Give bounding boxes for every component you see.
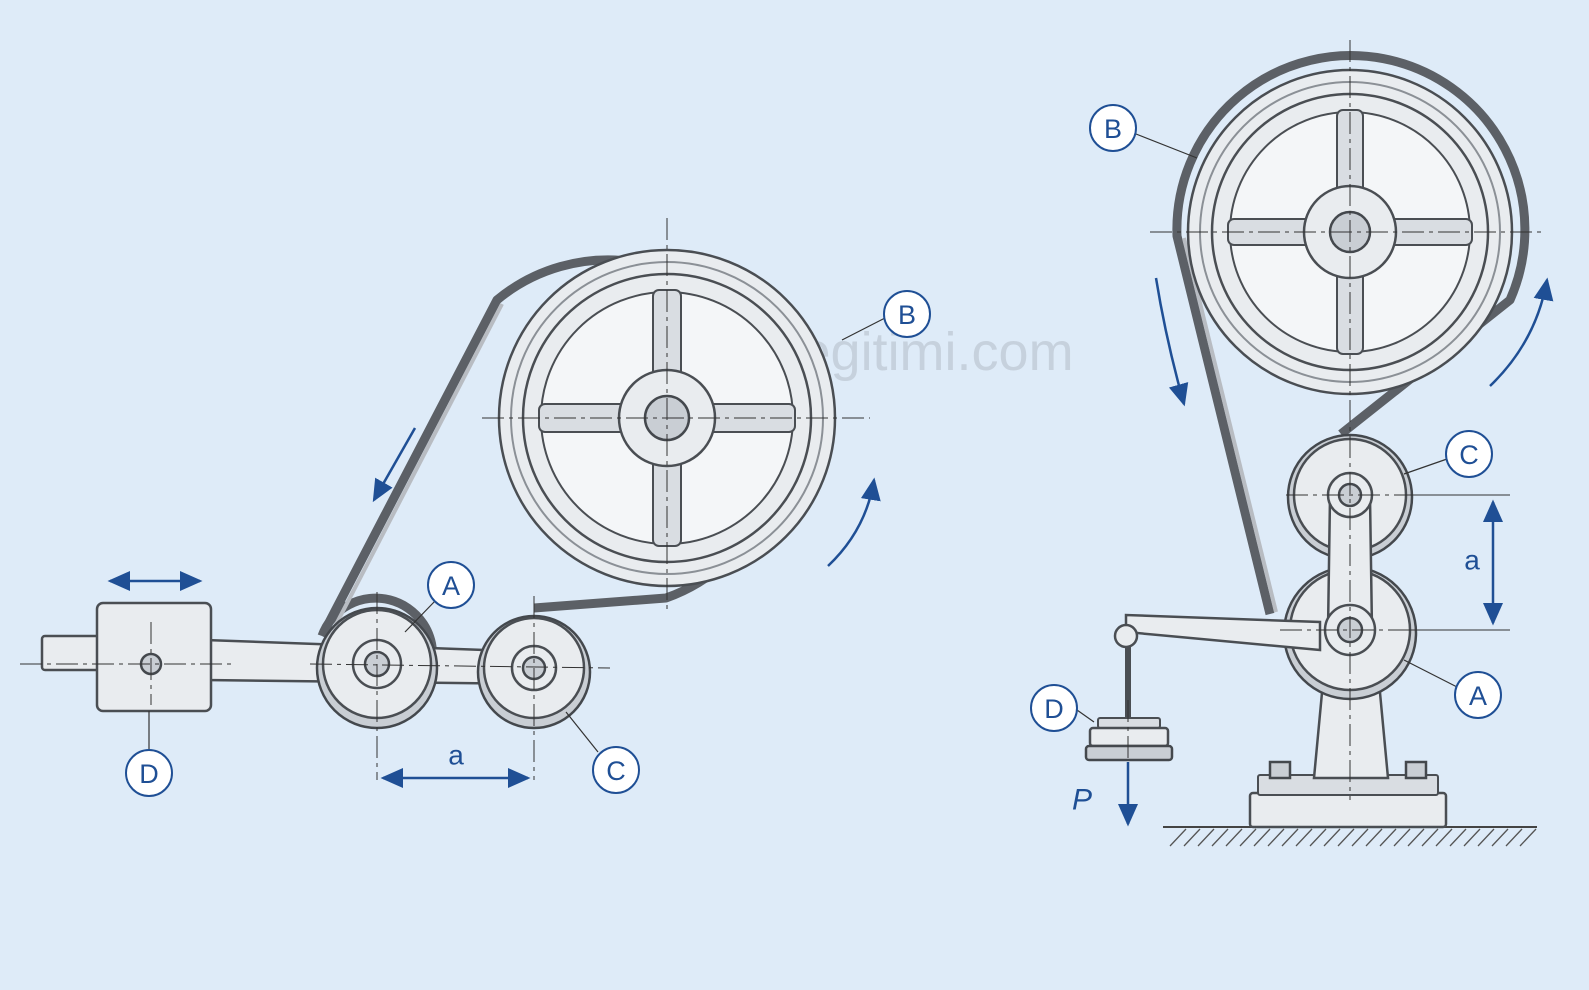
ground-hatch-line — [1477, 828, 1495, 847]
left-label-d: D — [139, 759, 159, 789]
right-weight-d — [1084, 646, 1174, 762]
right-load-arrow: P — [1072, 762, 1138, 827]
ground-hatch-line — [1281, 828, 1299, 847]
ground-hatch-line — [1519, 828, 1537, 847]
right-load-label: P — [1072, 784, 1092, 817]
right-motion-arrows — [1154, 277, 1554, 407]
left-callout-d: D — [125, 711, 173, 797]
left-slider-d — [40, 601, 213, 713]
left-callout-c: C — [565, 711, 640, 794]
right-label-b: B — [1104, 114, 1122, 144]
right-dimension-a: a — [1402, 494, 1510, 631]
left-label-b: B — [898, 300, 916, 330]
ground-hatch-line — [1225, 828, 1243, 847]
ground-hatch-line — [1449, 828, 1467, 847]
left-dimension-a: a — [380, 740, 531, 788]
right-label-c: C — [1459, 440, 1479, 470]
ground-hatch-line — [1323, 828, 1341, 847]
ground-hatch-line — [1295, 828, 1313, 847]
right-dimension-label: a — [1464, 545, 1480, 576]
right-label-a: A — [1469, 681, 1487, 711]
right-callout-a: A — [1403, 659, 1502, 719]
left-center-lines — [20, 218, 870, 780]
left-figure: a B A C D — [20, 218, 931, 797]
right-belt — [1172, 51, 1530, 616]
left-motion-arrows — [107, 427, 881, 591]
right-center-lines — [1127, 40, 1545, 800]
left-callout-a: A — [404, 561, 475, 633]
ground-hatch-line — [1253, 828, 1271, 847]
ground-hatch-line — [1239, 828, 1257, 847]
ground-hatch-line — [1183, 828, 1201, 847]
ground-hatch-line — [1267, 828, 1285, 847]
ground-hatch-line — [1197, 828, 1215, 847]
ground-hatch-line — [1407, 828, 1425, 847]
ground-hatch-line — [1435, 828, 1453, 847]
right-label-d: D — [1044, 694, 1064, 724]
left-callout-b: B — [841, 290, 931, 341]
right-ground — [1163, 826, 1537, 847]
right-callout-b: B — [1089, 104, 1198, 159]
left-label-a: A — [442, 571, 460, 601]
ground-hatch-line — [1365, 828, 1383, 847]
right-callout-c: C — [1403, 430, 1493, 478]
ground-hatch-line — [1421, 828, 1439, 847]
ground-hatch-line — [1379, 828, 1397, 847]
left-dimension-label: a — [448, 740, 464, 771]
ground-hatch-line — [1491, 828, 1509, 847]
right-callout-d: D — [1030, 684, 1095, 732]
ground-hatch-line — [1393, 828, 1411, 847]
left-label-c: C — [606, 756, 626, 786]
right-figure: a P B C A D — [1030, 40, 1554, 847]
ground-hatch-line — [1309, 828, 1327, 847]
ground-hatch-line — [1505, 828, 1523, 847]
ground-hatch-line — [1211, 828, 1229, 847]
ground-hatch-line — [1463, 828, 1481, 847]
ground-hatch-line — [1351, 828, 1369, 847]
ground-hatch-line — [1337, 828, 1355, 847]
ground-hatch-line — [1169, 828, 1187, 847]
